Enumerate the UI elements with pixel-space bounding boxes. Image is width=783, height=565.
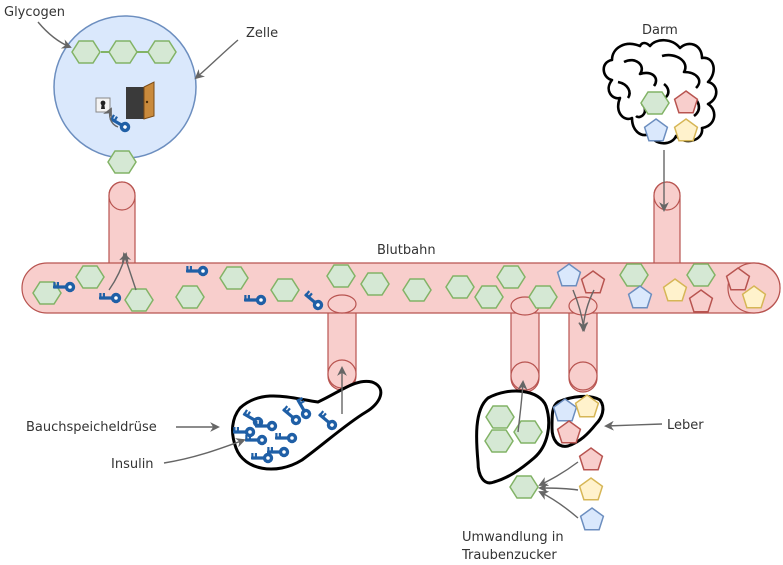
glucose-hexagon bbox=[360, 272, 390, 296]
organ-to-blood-arrow bbox=[517, 380, 528, 433]
insulin-pointer-arrow bbox=[163, 438, 246, 464]
glucose-hexagon bbox=[108, 40, 138, 64]
glucose-hexagon bbox=[528, 285, 558, 309]
glucose-hexagon bbox=[107, 150, 137, 174]
glucose-hexagon bbox=[402, 278, 432, 302]
liver bbox=[550, 394, 605, 448]
glucose-hexagon bbox=[509, 475, 539, 499]
glycogen-label: Glycogen bbox=[4, 5, 65, 20]
glucose-hexagon bbox=[124, 288, 154, 312]
glucose-hexagon bbox=[326, 264, 356, 288]
glucose-hexagon bbox=[445, 275, 475, 299]
glucose-hexagon bbox=[147, 40, 177, 64]
convert-arrow-blue bbox=[538, 491, 579, 519]
pancreas bbox=[231, 379, 383, 471]
convert-arrow-red bbox=[538, 461, 579, 486]
blood-to-liver-arrow-2 bbox=[578, 289, 595, 332]
sugar-pentagon bbox=[578, 477, 604, 501]
sugar-pentagon bbox=[643, 118, 669, 142]
glucose-hexagon bbox=[75, 265, 105, 289]
glucose-hexagon bbox=[219, 266, 249, 290]
convert-arrow-yellow bbox=[538, 483, 579, 493]
glucose-hexagon bbox=[640, 91, 670, 115]
sugar-pentagon bbox=[578, 447, 604, 471]
glucose-hexagon bbox=[619, 263, 649, 287]
liver-pointer-arrow bbox=[604, 420, 663, 431]
blood-to-cell-arrow-2 bbox=[121, 252, 137, 291]
glycogen-pointer-arrow bbox=[37, 21, 72, 49]
arrows bbox=[37, 21, 669, 519]
glucose-hexagon bbox=[175, 285, 205, 309]
glucose-hexagon bbox=[484, 429, 514, 453]
cell bbox=[53, 15, 197, 159]
glucose-hexagon bbox=[71, 40, 101, 64]
sugar-pentagon bbox=[579, 507, 605, 531]
conversion-label-line1: Umwandlung in bbox=[462, 530, 564, 545]
pancreas-label: Bauchspeicheldrüse bbox=[26, 420, 157, 435]
conversion-label-line2: Traubenzucker bbox=[461, 548, 557, 563]
sugar-pentagon bbox=[673, 90, 699, 114]
glucose-hexagon bbox=[686, 263, 716, 287]
liver-label: Leber bbox=[667, 418, 704, 433]
glucose-hexagon bbox=[496, 265, 526, 289]
intestine-label: Darm bbox=[642, 23, 678, 38]
glucose-hexagon bbox=[474, 285, 504, 309]
insulin-label: Insulin bbox=[111, 457, 154, 472]
sugar-pentagon bbox=[673, 118, 699, 142]
glycogen-chain bbox=[71, 40, 177, 64]
intestine bbox=[602, 38, 718, 145]
open-door-icon bbox=[126, 81, 155, 120]
keyhole-lock-icon bbox=[95, 97, 111, 113]
bloodstream-label: Blutbahn bbox=[377, 243, 436, 258]
glucose-hexagon bbox=[485, 405, 515, 429]
glucose-hexagon bbox=[270, 278, 300, 302]
glycogen-store-organ bbox=[475, 389, 551, 485]
cell-pointer-arrow bbox=[194, 39, 239, 80]
glucose-hexagon bbox=[32, 281, 62, 305]
cell-label: Zelle bbox=[246, 26, 278, 41]
